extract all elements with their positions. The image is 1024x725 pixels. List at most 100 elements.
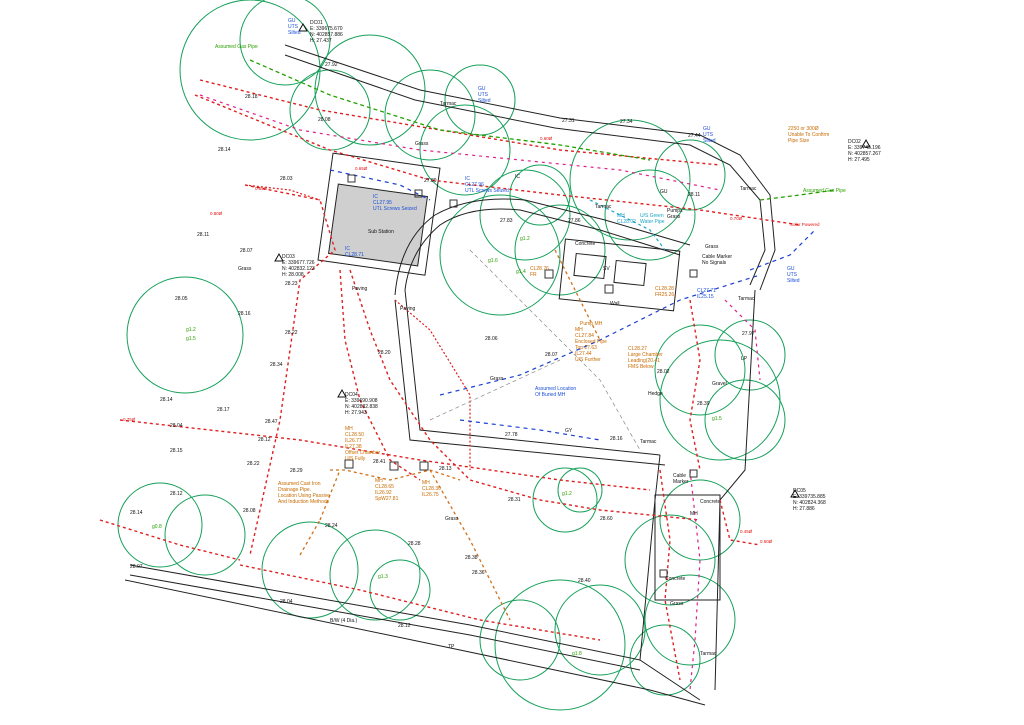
annotation-line: U/S Further xyxy=(575,357,601,363)
electric-cable xyxy=(194,94,801,226)
surface-label-grass: Grass xyxy=(238,266,252,272)
tree-label: g1.5 xyxy=(186,336,196,342)
annotation-line: Silted xyxy=(288,30,301,36)
annotation-assumed-location: Assumed Location Of Buried MH xyxy=(535,386,576,398)
electric-cable xyxy=(719,499,761,546)
annotation-gu-east: GU UTS Silted xyxy=(787,266,800,284)
annotation-line: CL28.02 xyxy=(617,219,636,225)
annotation-line: IL26.92 xyxy=(375,490,392,496)
internal-road xyxy=(394,198,691,296)
drainage-pipe xyxy=(319,469,341,521)
tree-canopy xyxy=(554,584,646,676)
tree-canopy xyxy=(329,529,421,621)
station-easting: E: 339677.726 xyxy=(282,260,315,266)
pump-house-inner xyxy=(613,259,647,287)
spot-height: 28.12 xyxy=(258,437,271,443)
spot-height: 28.11 xyxy=(688,192,700,198)
annotation-mh-cl-28-02: MH CL28.02 U/S Green Water Pipe xyxy=(617,213,665,225)
station-name: DC05 xyxy=(793,488,806,494)
pipe-size-label: 0.60Ø xyxy=(540,136,553,141)
tree-canopy xyxy=(494,579,626,711)
annotation-line: Offset Chamber xyxy=(345,450,381,456)
manhole xyxy=(689,269,698,278)
annotation-line: GU xyxy=(787,266,795,272)
annotation-line: FR25.26 xyxy=(655,292,674,298)
survey-station-marker xyxy=(337,388,347,398)
chambers xyxy=(344,174,698,578)
annotation-line: IC xyxy=(465,176,470,182)
water-pipe xyxy=(749,229,816,271)
spot-height: 28.03 xyxy=(280,176,293,182)
annotation-mh-cl-28-30: MH CL28.30 IL26.75 xyxy=(422,480,441,498)
station-label-dc01: DC01 E: 339675.670 N: 402857.886 H: 27.4… xyxy=(310,20,343,44)
annotation-gu-mid: GU UTS Silted xyxy=(478,86,491,104)
annotation-line: MH xyxy=(345,426,353,432)
electric-cable xyxy=(244,184,321,201)
annotation-line: Pumps xyxy=(667,208,683,214)
annotation-line: MH xyxy=(617,213,625,219)
annotation-line: CL28.71 xyxy=(345,252,364,258)
annotation-line: IL27.44 xyxy=(575,351,592,357)
annotation-ic-cl-28-71: IC CL28.71 xyxy=(345,246,364,258)
station-height: H: 27.495 xyxy=(848,157,870,163)
spot-height: 28.15 xyxy=(170,448,183,454)
pump-house xyxy=(558,238,681,312)
tree-label: g1.5 xyxy=(712,416,722,422)
manhole xyxy=(449,199,458,208)
annotation-cl-27-71: CL27.71 IL25.15 xyxy=(697,288,716,300)
tree-label: g1.4 xyxy=(516,269,526,275)
annotation-line: CL27.71 xyxy=(697,288,716,294)
internal-road xyxy=(404,289,661,456)
tree-canopy xyxy=(569,119,691,241)
spot-height: 27.83 xyxy=(500,218,513,224)
marker-code: MH xyxy=(690,511,698,517)
electric-cable xyxy=(119,419,651,491)
marker-code: GU xyxy=(660,189,668,195)
electric-cable xyxy=(239,564,601,641)
south-boundary xyxy=(124,579,706,706)
spot-height: 28.02 xyxy=(657,369,670,375)
station-label-dc02: DC02 E: 339745.196 N: 402857.267 H: 27.4… xyxy=(848,139,881,163)
annotation-cl-28-28: CL28.28 FR25.26 xyxy=(655,286,674,298)
annotation-line: Location Using Passive xyxy=(278,493,330,499)
surface-label-tarmac: Tarmac xyxy=(700,651,717,657)
annotation-assumed-cast-iron: Assumed Cast Iron Drainage Pipe. Locatio… xyxy=(278,481,330,505)
annotation-line: IC xyxy=(373,194,378,200)
cyan-lines xyxy=(589,199,666,251)
spot-height: 28.38 xyxy=(465,555,478,561)
pipe-size-label: 0.70Ø xyxy=(730,216,743,221)
south-boundary xyxy=(129,564,641,661)
spot-height: 28.13 xyxy=(439,466,452,472)
annotation-line: CL28.28 xyxy=(655,286,674,292)
tree-labels: g1.2 g1.5 g1.6 g1.4 g1.5 g0.8 g1.3 g1.2 … xyxy=(152,236,722,657)
annotation-line: Marker xyxy=(673,479,689,485)
drainage-pipe xyxy=(429,469,511,621)
annotation-line: Drainage Pipe. xyxy=(278,487,311,493)
manhole xyxy=(344,459,354,469)
annotation-cable-marker: Cable Marker No Signals xyxy=(702,254,732,266)
spot-height: 28.08 xyxy=(243,508,256,514)
pipe-size-label: 0.50Ø xyxy=(760,539,773,544)
surface-label-gravel: Gravel xyxy=(712,381,727,387)
surface-label-concrete: Concrete xyxy=(700,499,721,505)
station-label-dc03: DC03 E: 339677.726 N: 402832.123 H: 28.0… xyxy=(282,254,315,278)
annotation-line: UTS xyxy=(288,24,299,30)
surface-label-paving: Paving xyxy=(352,286,368,292)
tree-canopy xyxy=(557,467,603,513)
annotation-line: CL28.50 xyxy=(345,432,364,438)
annotation-gu-right: GU UTS Silted xyxy=(703,126,716,144)
substation-building xyxy=(328,183,428,267)
station-name: DC04 xyxy=(345,392,358,398)
station-labels: DC01 E: 339675.670 N: 402857.886 H: 27.4… xyxy=(282,20,881,512)
pipe-size-label: 0.80Ø xyxy=(210,211,223,216)
tree-canopy xyxy=(439,194,561,316)
drainage-pipe xyxy=(554,249,601,341)
annotation-large-chamber: CL28.27 Large Chamber Leading(20.41 FMS … xyxy=(628,346,663,370)
annotation-line: CL28.27 xyxy=(628,346,647,352)
annotation-line: Unable To Confirm xyxy=(788,132,829,138)
spot-height: 28.34 xyxy=(270,362,283,368)
annotation-ic-cl-27-95: IC CL27.95 UTL Screws Seized xyxy=(373,194,417,212)
annotation-hedge: Hedge xyxy=(648,391,663,397)
annotation-line: 2250 or 300Ø xyxy=(788,126,819,132)
spot-height: 27.92 xyxy=(325,62,338,68)
